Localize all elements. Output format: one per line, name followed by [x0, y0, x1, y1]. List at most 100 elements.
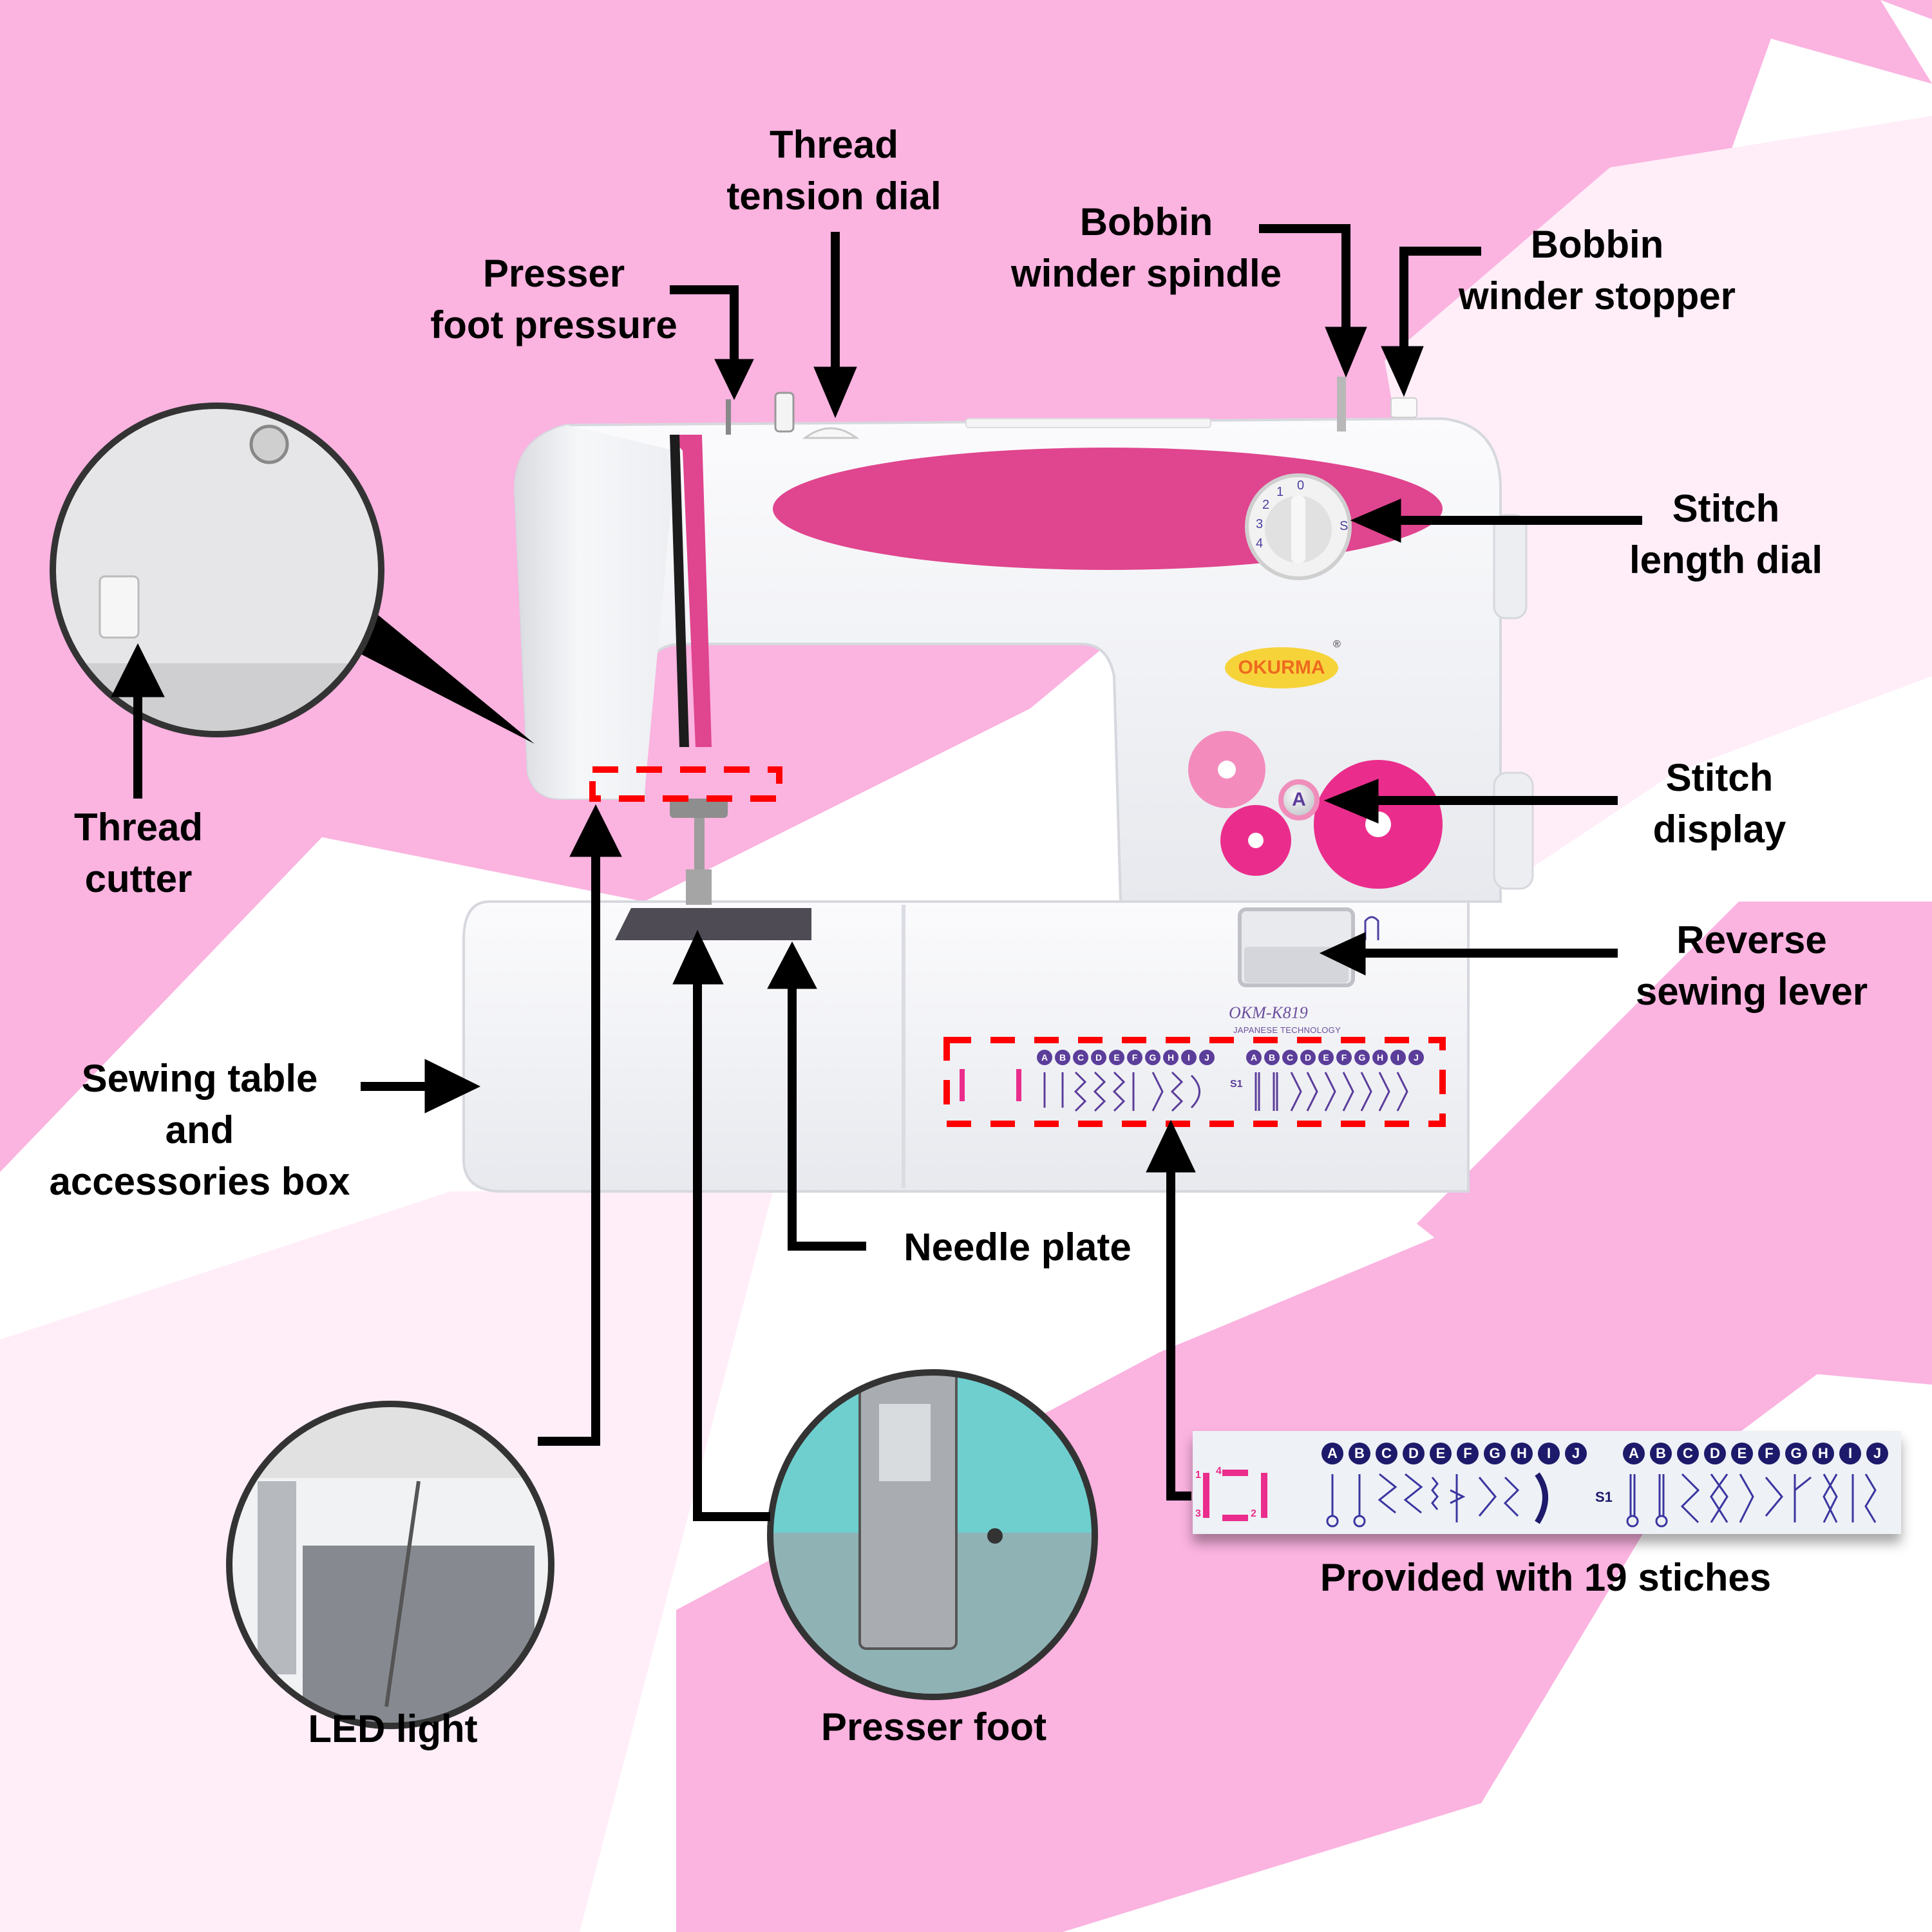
label-line: length dial [1629, 538, 1823, 582]
stitch-letter: I [1538, 1443, 1560, 1464]
stitch-chart-highlight [943, 1037, 1446, 1127]
bobbin-winder-stopper-arrow [1399, 247, 1481, 348]
stitch-chart-arrow [1166, 1172, 1191, 1501]
label-led-light: LED light [277, 1703, 509, 1755]
buttonhole-step-4: 4 [1216, 1466, 1222, 1477]
label-line: winder stopper [1458, 274, 1736, 317]
stitch-length-dial-arrowhead [1350, 498, 1401, 543]
thread-cutter-callout-circle [50, 402, 384, 737]
label-line: Provided with 19 stiches [1320, 1556, 1772, 1599]
label-thread-tension-dial: Thread tension dial [712, 119, 956, 222]
stitch-letter: B [1650, 1443, 1672, 1464]
label-thread-cutter: Thread cutter [52, 802, 225, 905]
stitch-letter: D [1091, 1050, 1106, 1065]
stitch-letter: J [1866, 1443, 1888, 1464]
stitch-letter: E [1109, 1050, 1124, 1065]
dial-mark-s: S [1340, 519, 1348, 533]
bobbin-winder-spindle [1337, 377, 1346, 431]
presser-bar-clamp [670, 799, 728, 818]
stitch-letter: B [1055, 1050, 1070, 1065]
tension-dial [802, 427, 860, 439]
stitch-letter: I [1390, 1050, 1406, 1065]
dial-mark-2: 2 [1262, 498, 1269, 512]
stitch-letters-group-2: A B C D E F G H I J [1246, 1050, 1424, 1065]
stitch-letter: E [1430, 1443, 1452, 1464]
stitch-letter: G [1484, 1443, 1506, 1464]
stitch-letter: A [1623, 1443, 1645, 1464]
stitch-letter: G [1785, 1443, 1807, 1464]
stitch-letter: C [1376, 1443, 1397, 1464]
bobbin-winder-stopper-arrowhead [1381, 346, 1424, 397]
thread-guide-strip [670, 435, 712, 747]
label-stitch-display: Stitch display [1629, 752, 1810, 855]
thread-tension-dial-arrowhead [813, 366, 857, 419]
stitch-letter: I [1181, 1050, 1197, 1065]
brand-logo: OKURMA [1225, 647, 1338, 688]
dial-mark-0: 0 [1297, 478, 1304, 493]
bobbin-winder-stopper [1390, 397, 1417, 418]
dial-mark-1: 1 [1276, 485, 1283, 499]
stitch-letters-group-1: A B C D E F G H I J [1037, 1050, 1215, 1065]
stitch-letter: H [1511, 1443, 1533, 1464]
label-line: Thread [769, 123, 899, 166]
stitch-letter: F [1336, 1050, 1352, 1065]
stitch-s1-label: S1 [1595, 1489, 1613, 1505]
registered-mark: ® [1333, 639, 1341, 650]
label-reverse-sewing-lever: Reverse sewing lever [1616, 914, 1887, 1018]
stitch-chart-arrowhead [1146, 1119, 1196, 1173]
buttonhole-step-2: 2 [1251, 1508, 1256, 1519]
label-line: Stitch [1665, 756, 1774, 799]
stitch-letter: I [1839, 1443, 1861, 1464]
machine-head [515, 425, 676, 799]
stitch-letter: J [1408, 1050, 1424, 1065]
stitch-s1-label: S1 [1230, 1079, 1243, 1090]
accessories-box-seam [902, 905, 905, 1188]
stitch-letter: C [1282, 1050, 1298, 1065]
led-light-arrow [538, 857, 600, 1446]
label-line: Presser foot [820, 1705, 1047, 1748]
detail-letters-group-2: A B C D E F G H I J [1623, 1443, 1888, 1464]
stitch-patterns [1043, 1071, 1408, 1112]
needle-plate-arrow [788, 989, 866, 1251]
label-line: display [1653, 808, 1786, 851]
label-line: Sewing table [81, 1057, 318, 1100]
stitch-letter: F [1457, 1443, 1479, 1464]
stitch-letter: G [1145, 1050, 1160, 1065]
thread-cutter-callout-pointer [341, 609, 535, 744]
presser-foot-callout-circle [767, 1369, 1098, 1700]
spool-pin [774, 392, 795, 433]
label-sewing-table: Sewing table and accessories box [19, 1053, 380, 1208]
label-line: winder spindle [1010, 252, 1282, 295]
stitch-letter: D [1704, 1443, 1726, 1464]
stitch-letter: E [1731, 1443, 1753, 1464]
buttonhole-step-1: 1 [1195, 1470, 1201, 1481]
label-line: tension dial [726, 175, 942, 218]
label-line: Presser [482, 252, 625, 295]
thread-guide-strip-dark [670, 435, 689, 747]
stitch-letter: B [1264, 1050, 1280, 1065]
presser-foot-detail-photo [770, 1372, 1095, 1697]
presser-foot-pressure-arrowhead [714, 359, 754, 401]
label-line: Stitch [1672, 487, 1780, 530]
presser-foot-shank [686, 869, 712, 905]
stitch-length-dial-grip [1291, 496, 1305, 563]
pink-brush-stroke-right [1417, 902, 1932, 1385]
presser-foot-arrow [693, 982, 770, 1521]
label-line: Needle plate [904, 1226, 1132, 1269]
needle-plate [615, 908, 811, 940]
stitch-letter: A [1037, 1050, 1052, 1065]
stitch-letter: B [1349, 1443, 1370, 1464]
led-light-callout-circle [226, 1401, 554, 1729]
label-line: Bobbin [1530, 223, 1664, 266]
stitch-letter: J [1199, 1050, 1215, 1065]
presser-foot-arrowhead [672, 929, 724, 985]
led-light-arrowhead [569, 804, 622, 857]
sewing-table-arrowhead [424, 1059, 481, 1113]
buttonhole-step-3: 3 [1195, 1508, 1201, 1519]
stitch-letter: J [1565, 1443, 1587, 1464]
thread-cutter-arrowhead [111, 643, 165, 697]
label-presser-foot-pressure: Presser foot pressure [406, 248, 702, 351]
